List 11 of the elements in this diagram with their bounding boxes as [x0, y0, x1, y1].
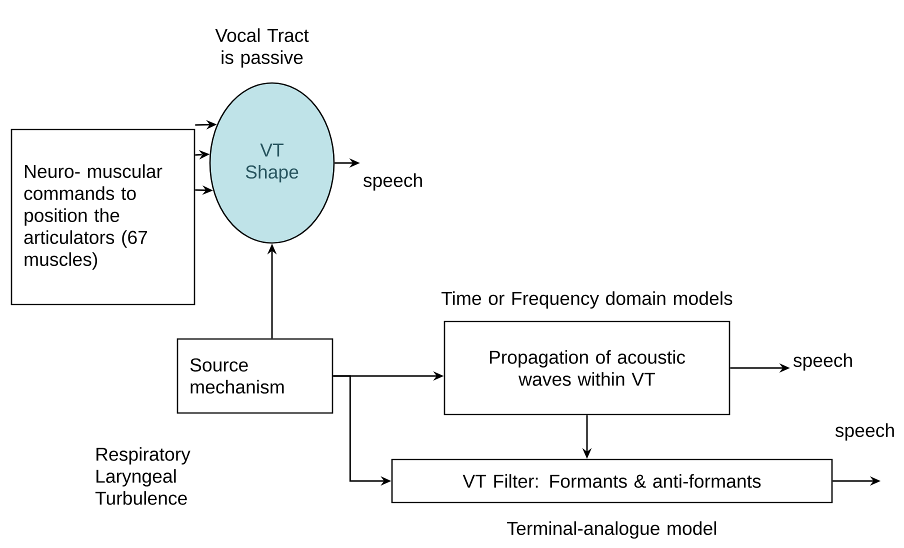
process-box: Source mechanism: [176, 338, 334, 414]
caption-text: Time or Frequency domain models: [442, 291, 732, 309]
output-text: speech: [835, 423, 894, 441]
output-text: speech: [363, 173, 422, 191]
process-box: VT Filter: Formants & anti-formants: [391, 458, 833, 504]
output-text: speech: [793, 353, 852, 371]
caption-text: Respiratory Laryngeal Turbulence: [95, 447, 190, 505]
process-box: Neuro- muscular commands to position the articulators (67 muscles): [10, 128, 196, 306]
caption-text: Terminal-analogue model: [507, 521, 716, 539]
caption-text: Vocal Tract is passive: [215, 28, 309, 68]
process-box: Propagation of acoustic waves within VT: [444, 320, 730, 416]
